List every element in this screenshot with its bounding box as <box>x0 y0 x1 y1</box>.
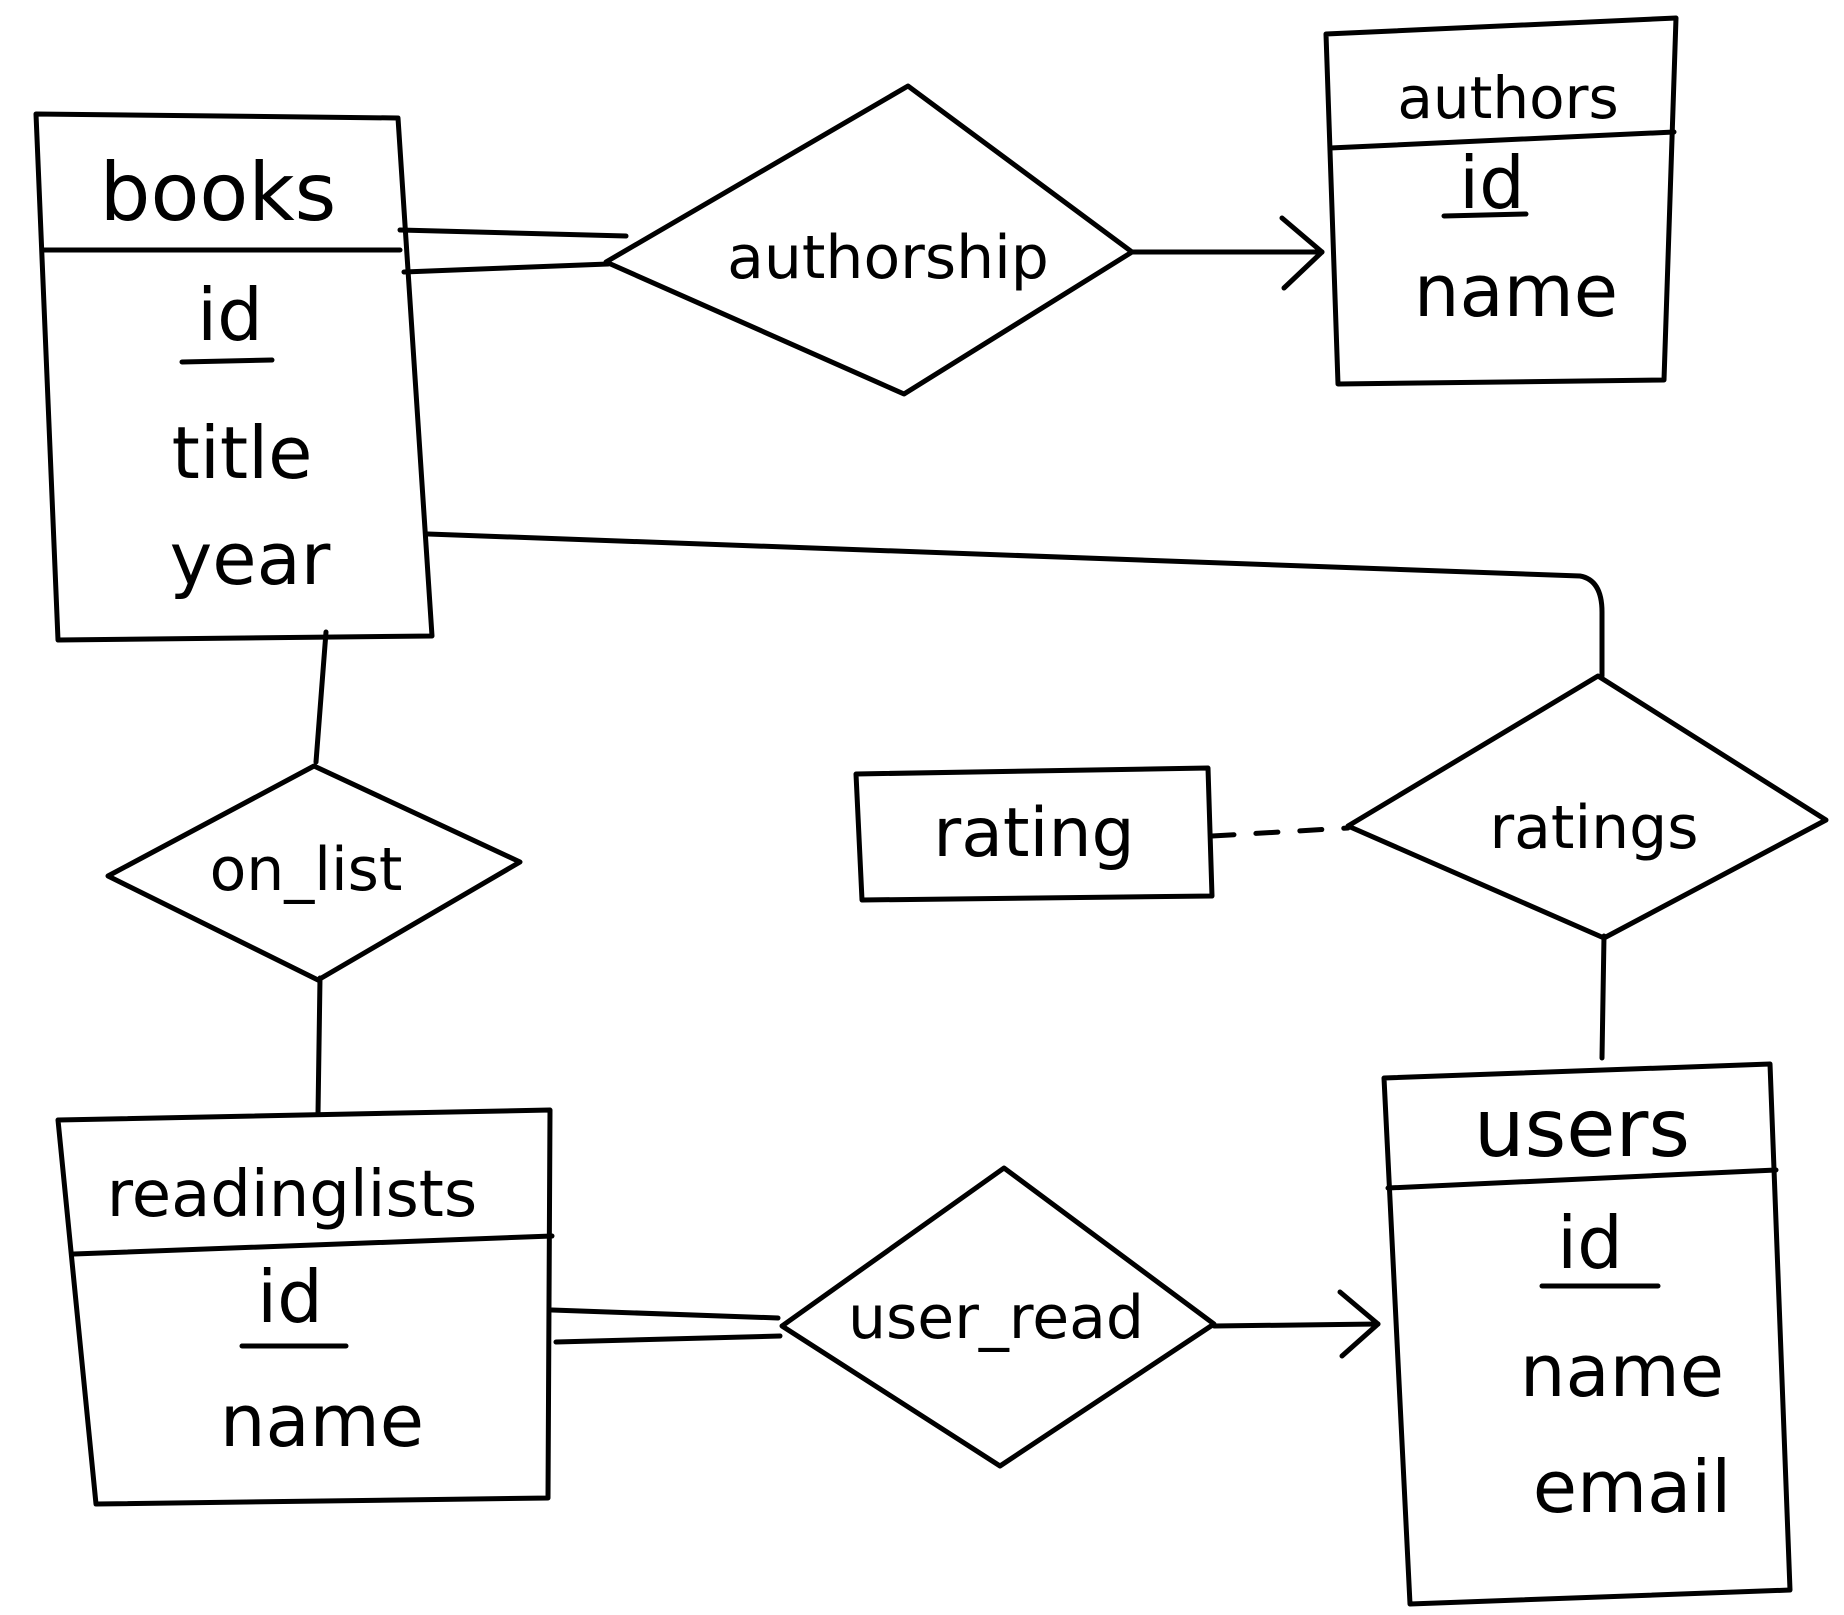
connector-books-authorship-upper <box>397 227 629 239</box>
entity-authors-attr-id: id <box>1459 141 1525 225</box>
entity-users-box <box>1381 1061 1793 1607</box>
entity-authors-title: authors <box>1397 64 1618 132</box>
relationship-on-list-label: on_list <box>210 835 403 905</box>
connector-on-list-readinglists <box>315 975 323 1117</box>
entity-books: books id title year <box>33 111 435 643</box>
entity-users-attr-name: name <box>1520 1329 1724 1413</box>
entity-books-attr-year: year <box>170 517 331 601</box>
entity-books-title: books <box>100 146 337 239</box>
entity-users-attr-id: id <box>1557 1201 1623 1285</box>
relationship-user-read-diamond <box>779 1165 1217 1469</box>
entity-books-box <box>33 111 435 643</box>
entity-books-attr-id: id <box>197 273 263 357</box>
connectors <box>313 215 1607 1359</box>
arrowhead-authors <box>1279 215 1325 291</box>
relationship-authorship-diamond <box>603 83 1135 397</box>
entity-readinglists-divider <box>71 1233 555 1257</box>
entity-authors-attr-name: name <box>1414 249 1618 333</box>
entity-authors-box <box>1323 15 1679 387</box>
entity-authors-attr-id-underline <box>1441 211 1529 219</box>
connector-books-ratings <box>425 531 1605 679</box>
relationship-on-list: on_list <box>105 763 523 983</box>
connector-ratings-users <box>1599 933 1607 1061</box>
entity-users-attr-email: email <box>1533 1445 1732 1529</box>
connector-readinglists-user-read-upper <box>549 1307 781 1321</box>
entity-authors: authors id name <box>1323 15 1679 387</box>
entity-readinglists-box <box>55 1107 553 1507</box>
entity-readinglists-attr-id: id <box>257 1255 323 1339</box>
relationship-authorship: authorship <box>603 83 1135 397</box>
entity-books-attr-title: title <box>172 411 313 495</box>
relationship-user-read: user_read <box>779 1165 1217 1469</box>
relationship-on-list-diamond <box>105 763 523 983</box>
relationship-attribute-rating: rating <box>853 765 1215 903</box>
relationship-ratings-label: ratings <box>1489 793 1698 863</box>
entity-readinglists: readinglists id name <box>55 1107 555 1507</box>
connector-books-authorship-lower <box>401 261 611 275</box>
connector-books-on-list <box>313 629 329 765</box>
entity-users-divider <box>1385 1167 1779 1191</box>
relationship-attribute-rating-label: rating <box>933 794 1134 873</box>
arrowhead-users <box>1337 1289 1381 1359</box>
relationship-user-read-label: user_read <box>848 1283 1144 1353</box>
connector-rating-ratings-dashed <box>1209 825 1351 839</box>
relationship-attribute-rating-box <box>853 765 1215 903</box>
connector-readinglists-user-read-lower <box>553 1333 783 1345</box>
entity-readinglists-title: readinglists <box>107 1158 477 1232</box>
relationship-authorship-label: authorship <box>727 223 1049 293</box>
entity-users-title: users <box>1474 1082 1690 1175</box>
entity-users: users id name email <box>1381 1061 1793 1607</box>
entity-authors-divider <box>1327 129 1677 151</box>
entity-readinglists-attr-name: name <box>220 1379 424 1463</box>
relationship-ratings: ratings <box>1345 673 1829 941</box>
connector-user-read-users <box>1211 1321 1381 1329</box>
relationship-ratings-diamond <box>1345 673 1829 941</box>
entity-books-attr-id-underline <box>179 357 275 365</box>
